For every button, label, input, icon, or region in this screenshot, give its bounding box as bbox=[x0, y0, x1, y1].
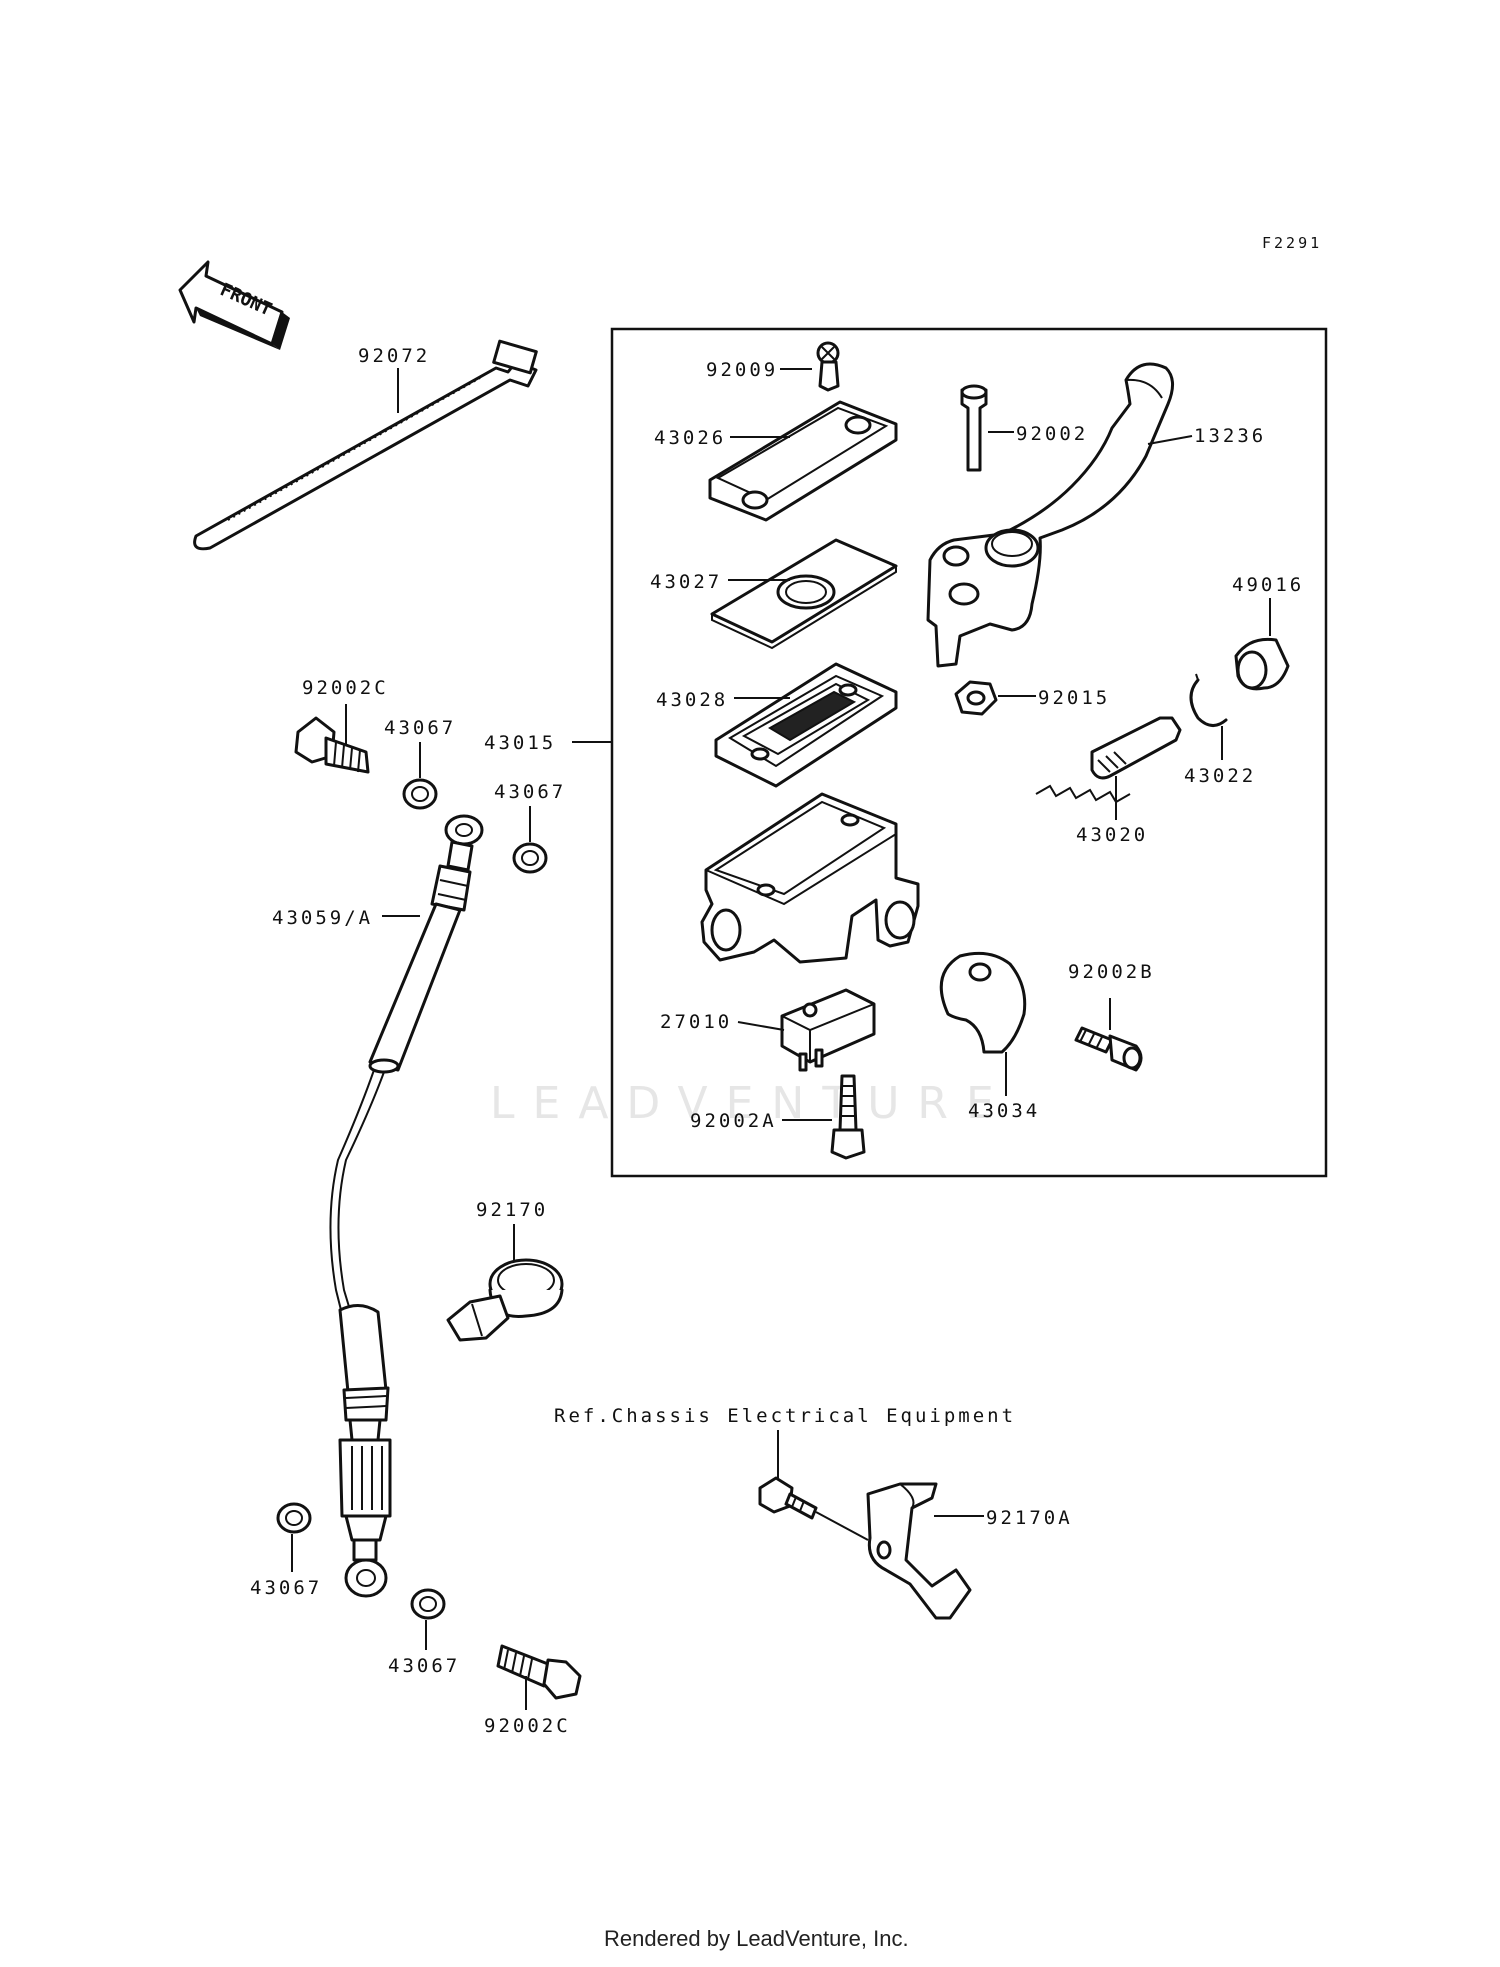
callout-92002: 92002 bbox=[1016, 423, 1088, 445]
callout-43034: 43034 bbox=[968, 1100, 1040, 1122]
callout-92002A: 92002A bbox=[690, 1110, 777, 1132]
bolt-92002A bbox=[830, 1074, 866, 1160]
bolt-92002B bbox=[1074, 1026, 1143, 1072]
callout-92170A: 92170A bbox=[986, 1507, 1073, 1529]
callout-92002B: 92002B bbox=[1068, 961, 1155, 983]
callout-92009: 92009 bbox=[706, 359, 778, 381]
callout-92002C-top: 92002C bbox=[302, 677, 389, 699]
clamp-92170 bbox=[446, 1258, 564, 1342]
front-arrow-icon: FRONT bbox=[178, 260, 290, 350]
washer-43067-d bbox=[410, 1588, 446, 1620]
callout-43028: 43028 bbox=[656, 689, 728, 711]
brake-hose-43059A bbox=[329, 814, 484, 1598]
cable-tie-92072 bbox=[193, 339, 538, 551]
callout-43022: 43022 bbox=[1184, 765, 1256, 787]
callout-92002C-bottom: 92002C bbox=[484, 1715, 571, 1737]
callout-92072: 92072 bbox=[358, 345, 430, 367]
diaphragm-43028 bbox=[714, 662, 898, 788]
watermark: LEADVENTURE bbox=[490, 1078, 1012, 1129]
washer-43067-a bbox=[402, 778, 438, 810]
pivot-bolt-92002 bbox=[960, 384, 988, 472]
banjo-bolt-92002C-bottom bbox=[496, 1644, 582, 1700]
figure-code: F2291 bbox=[1262, 234, 1322, 252]
callout-27010: 27010 bbox=[660, 1011, 732, 1033]
reference-note: Ref.Chassis Electrical Equipment bbox=[554, 1405, 1016, 1427]
callout-43020: 43020 bbox=[1076, 824, 1148, 846]
callout-43059A: 43059/A bbox=[272, 907, 373, 929]
master-cylinder-body bbox=[700, 792, 920, 964]
callout-43067-b: 43067 bbox=[494, 781, 566, 803]
brake-switch-27010 bbox=[780, 988, 876, 1072]
bracket-92170A bbox=[758, 1476, 972, 1620]
callout-43067-d: 43067 bbox=[388, 1655, 460, 1677]
screw-92009 bbox=[816, 341, 840, 392]
diaphragm-plate-43027 bbox=[710, 538, 898, 650]
callout-43067-c: 43067 bbox=[250, 1577, 322, 1599]
washer-43067-c bbox=[276, 1502, 312, 1534]
reservoir-cap-43026 bbox=[708, 400, 898, 522]
callout-92170: 92170 bbox=[476, 1199, 548, 1221]
callout-43027: 43027 bbox=[650, 571, 722, 593]
brake-lever-13236 bbox=[926, 362, 1174, 668]
circlip-43022 bbox=[1189, 673, 1228, 727]
callout-43067-a: 43067 bbox=[384, 717, 456, 739]
dust-boot-49016 bbox=[1234, 637, 1290, 691]
callout-43026: 43026 bbox=[654, 427, 726, 449]
footer-credit: Rendered by LeadVenture, Inc. bbox=[604, 1926, 909, 1951]
banjo-bolt-92002C-top bbox=[294, 716, 370, 774]
callout-49016: 49016 bbox=[1232, 574, 1304, 596]
callout-92015: 92015 bbox=[1038, 687, 1110, 709]
holder-clamp-43034 bbox=[939, 951, 1027, 1054]
nut-92015 bbox=[954, 680, 998, 716]
piston-spring-43020 bbox=[1035, 716, 1182, 804]
callout-13236: 13236 bbox=[1194, 425, 1266, 447]
callout-43015: 43015 bbox=[484, 732, 556, 754]
washer-43067-b bbox=[512, 842, 548, 874]
assembly-box-43015 bbox=[610, 327, 1328, 1178]
